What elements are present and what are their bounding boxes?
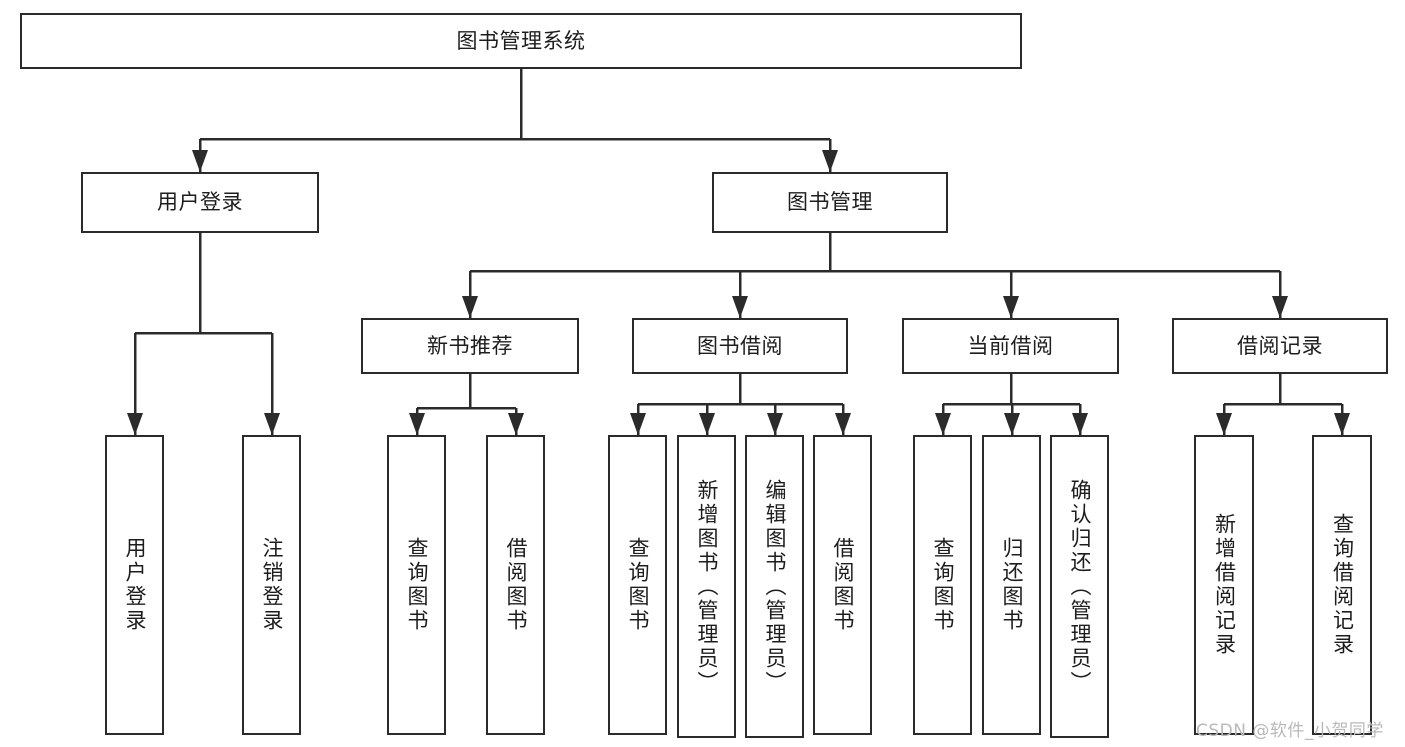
node-label-leaf-borrow-book: 借阅图书 (831, 537, 855, 633)
node-label-root: 图书管理系统 (456, 28, 586, 53)
arrow-head-leaf-add-book (699, 413, 715, 435)
arrow-head-leaf-user-login (127, 413, 143, 435)
arrow-head-leaf-query-book-rec (409, 413, 425, 435)
node-box-borrow-record[interactable]: 借阅记录 (1172, 318, 1388, 374)
node-label-leaf-query-book-rec: 查询图书 (405, 537, 429, 633)
node-label-book-manage: 图书管理 (787, 190, 873, 215)
arrow-head-leaf-add-record (1216, 413, 1232, 435)
node-box-leaf-borrow-book-rec[interactable]: 借阅图书 (486, 435, 545, 735)
node-box-leaf-query-book-current[interactable]: 查询图书 (913, 435, 972, 735)
node-label-book-borrow: 图书借阅 (697, 333, 783, 358)
node-box-leaf-borrow-book[interactable]: 借阅图书 (813, 435, 872, 735)
node-box-book-manage[interactable]: 图书管理 (712, 172, 948, 233)
node-label-borrow-record: 借阅记录 (1237, 333, 1323, 358)
arrow-head-leaf-confirm-return (1072, 413, 1088, 435)
arrow-head-leaf-edit-book (767, 413, 783, 435)
arrow-head-leaf-query-record (1334, 413, 1350, 435)
node-label-leaf-query-book-borrow: 查询图书 (626, 537, 650, 633)
node-label-leaf-edit-book: 编辑图书（管理员） (763, 478, 787, 695)
node-box-leaf-add-record[interactable]: 新增借阅记录 (1194, 435, 1254, 735)
node-label-leaf-user-login: 用户登录 (123, 537, 147, 633)
node-box-leaf-user-login[interactable]: 用户登录 (105, 435, 164, 735)
node-box-root[interactable]: 图书管理系统 (20, 13, 1022, 69)
arrow-head-leaf-query-book-current (935, 413, 951, 435)
node-label-leaf-confirm-return: 确认归还（管理员） (1068, 478, 1092, 695)
node-label-leaf-add-record: 新增借阅记录 (1212, 513, 1237, 657)
arrow-head-user-login (192, 150, 208, 172)
node-box-leaf-edit-book[interactable]: 编辑图书（管理员） (745, 435, 804, 738)
node-label-new-book-rec: 新书推荐 (427, 333, 513, 358)
node-box-leaf-confirm-return[interactable]: 确认归还（管理员） (1050, 435, 1109, 738)
node-label-leaf-user-logout: 注销登录 (260, 537, 284, 633)
arrow-head-leaf-borrow-book-rec (508, 413, 524, 435)
arrow-head-leaf-user-logout (264, 413, 280, 435)
node-box-leaf-add-book[interactable]: 新增图书（管理员） (677, 435, 736, 738)
node-label-leaf-query-record: 查询借阅记录 (1330, 513, 1355, 657)
arrow-head-new-book-rec (462, 296, 478, 318)
arrow-head-leaf-borrow-book (835, 413, 851, 435)
arrow-head-book-borrow (732, 296, 748, 318)
arrow-head-book-manage (822, 150, 838, 172)
arrow-head-current-borrow (1003, 296, 1019, 318)
node-label-leaf-borrow-book-rec: 借阅图书 (504, 537, 528, 633)
node-box-leaf-return-book[interactable]: 归还图书 (982, 435, 1041, 735)
node-box-user-login[interactable]: 用户登录 (81, 172, 319, 233)
arrow-head-leaf-return-book (1004, 413, 1020, 435)
node-label-user-login: 用户登录 (157, 190, 243, 215)
node-box-leaf-query-record[interactable]: 查询借阅记录 (1312, 435, 1372, 735)
node-label-leaf-add-book: 新增图书（管理员） (695, 478, 719, 695)
node-label-leaf-return-book: 归还图书 (1000, 537, 1024, 633)
node-box-new-book-rec[interactable]: 新书推荐 (361, 318, 579, 374)
node-label-current-borrow: 当前借阅 (967, 333, 1054, 358)
node-box-leaf-user-logout[interactable]: 注销登录 (242, 435, 301, 735)
node-box-current-borrow[interactable]: 当前借阅 (902, 318, 1119, 374)
node-box-book-borrow[interactable]: 图书借阅 (632, 318, 848, 374)
node-box-leaf-query-book-rec[interactable]: 查询图书 (387, 435, 446, 735)
node-box-leaf-query-book-borrow[interactable]: 查询图书 (608, 435, 667, 735)
arrow-head-leaf-query-book-borrow (630, 413, 646, 435)
node-label-leaf-query-book-current: 查询图书 (931, 537, 955, 633)
arrow-head-borrow-record (1272, 296, 1288, 318)
